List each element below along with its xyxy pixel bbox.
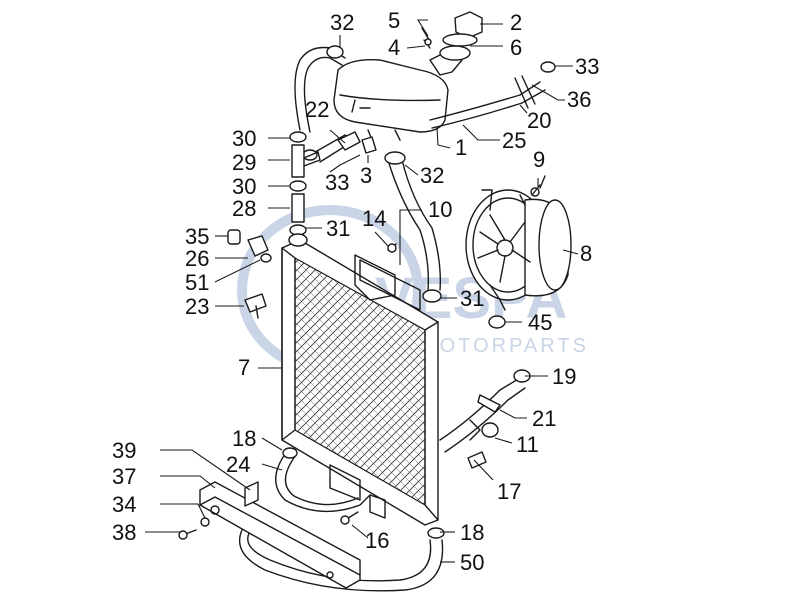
callout-10: 10: [428, 197, 452, 222]
callout-51: 51: [185, 270, 209, 295]
callout-20: 20: [527, 108, 551, 133]
callout-28: 28: [232, 196, 256, 221]
callout-31-mid: 31: [460, 286, 484, 311]
callout-17: 17: [497, 479, 521, 504]
callout-33-mid: 33: [325, 170, 349, 195]
left-fittings: [227, 229, 272, 319]
callout-22: 22: [305, 97, 329, 122]
expansion-tank: [333, 11, 483, 154]
callout-2: 2: [510, 10, 522, 35]
leader-lines: [145, 19, 579, 563]
callout-34: 34: [112, 492, 136, 517]
overflow-hose: [294, 45, 346, 133]
radiator-hose: [384, 151, 442, 303]
t-connector: [288, 131, 321, 247]
callout-25: 25: [502, 128, 526, 153]
callout-4: 4: [388, 35, 400, 60]
callout-9: 9: [533, 147, 545, 172]
callout-39: 39: [112, 438, 136, 463]
callout-18-bottom: 18: [460, 520, 484, 545]
callout-37: 37: [112, 464, 136, 489]
callout-32-top: 32: [330, 10, 354, 35]
callout-32-mid: 32: [420, 163, 444, 188]
callout-6: 6: [510, 35, 522, 60]
callout-labels: 32 5 2 4 6 33 36 20 22 25 1 30 29 9 33 3…: [112, 8, 599, 575]
return-hose: [429, 61, 556, 129]
mounting-bracket: [178, 184, 541, 589]
radiator: [281, 239, 439, 526]
callout-1: 1: [455, 135, 467, 160]
cooling-fan: [465, 175, 572, 311]
side-hose: [439, 315, 531, 469]
callout-11: 11: [516, 432, 539, 457]
watermark-subtitle: MOTORPARTS: [420, 335, 589, 357]
callout-31-top: 31: [326, 216, 350, 241]
callout-26: 26: [185, 246, 209, 271]
callout-23: 23: [185, 294, 209, 319]
callout-33-top: 33: [575, 54, 599, 79]
callout-50: 50: [460, 550, 484, 575]
callout-19: 19: [552, 364, 576, 389]
callout-16: 16: [365, 528, 389, 553]
callout-24: 24: [226, 452, 250, 477]
callout-36: 36: [567, 87, 591, 112]
callout-21: 21: [532, 406, 556, 431]
callout-38: 38: [112, 520, 136, 545]
callout-30-bottom: 30: [232, 174, 256, 199]
callout-8: 8: [580, 241, 592, 266]
callout-5: 5: [388, 8, 400, 33]
callout-29: 29: [232, 150, 256, 175]
callout-30-top: 30: [232, 126, 256, 151]
callout-14: 14: [362, 206, 386, 231]
callout-18-top: 18: [232, 426, 256, 451]
callout-45: 45: [528, 310, 552, 335]
callout-3: 3: [360, 163, 372, 188]
callout-35: 35: [185, 224, 209, 249]
callout-7: 7: [238, 355, 250, 380]
